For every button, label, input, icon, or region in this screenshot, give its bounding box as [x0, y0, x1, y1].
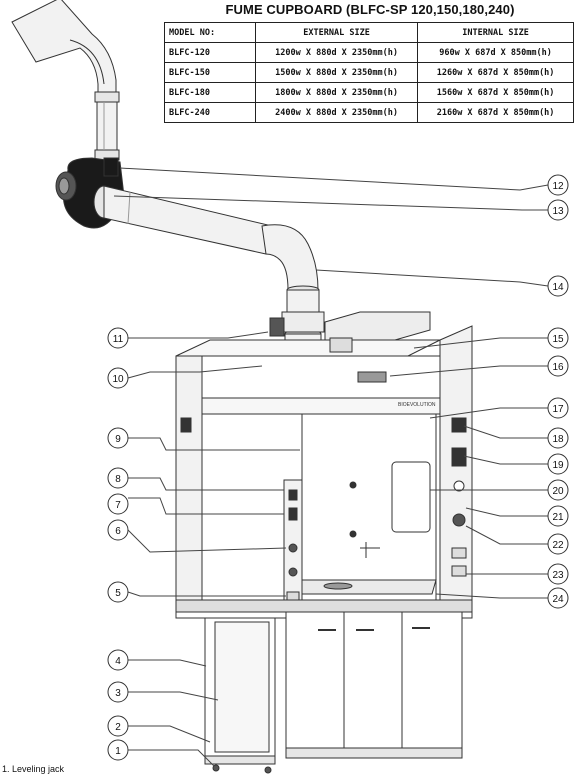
callout-8: 8	[115, 474, 121, 485]
callout-11: 11	[113, 334, 124, 345]
callout-1: 1	[115, 746, 121, 757]
callout-12: 12	[552, 181, 564, 192]
left-service-panel	[283, 479, 303, 605]
callout-17: 17	[552, 404, 564, 415]
table-row: BLFC-240 2400w X 880d X 2350mm(h) 2160w …	[164, 102, 574, 123]
callout-10: 10	[112, 374, 124, 385]
callout-13: 13	[552, 206, 564, 217]
callouts-right: 12 13 14 15 16 17 18 19 20 21 22 23 24	[547, 174, 569, 609]
callout-24: 24	[552, 594, 564, 605]
horizontal-duct	[103, 185, 325, 355]
brand-label: BIOEVOLUTION	[398, 402, 436, 408]
header-external-size: EXTERNAL SIZE	[254, 22, 419, 43]
callout-21: 21	[552, 512, 564, 523]
light-fixture	[357, 371, 387, 383]
legend-item-leveling-jack: 1. Leveling jack	[2, 764, 65, 774]
left-small-switch	[180, 417, 192, 433]
diagram-title: FUME CUPBOARD (BLFC-SP 120,150,180,240)	[225, 2, 515, 17]
callout-19: 19	[552, 460, 564, 471]
hood-top	[175, 311, 441, 357]
leader-lines-left	[127, 331, 300, 767]
right-side-panel	[439, 325, 473, 601]
callout-5: 5	[115, 588, 121, 599]
header-internal-size: INTERNAL SIZE	[417, 22, 574, 43]
callout-7: 7	[115, 500, 121, 511]
callout-22: 22	[552, 540, 564, 551]
callout-16: 16	[552, 362, 564, 373]
callout-2: 2	[115, 722, 121, 733]
exhaust-duct	[11, 0, 120, 163]
internal-size-cell: 2160w X 687d X 850mm(h)	[417, 102, 574, 123]
callout-14: 14	[552, 282, 564, 293]
callout-15: 15	[552, 334, 564, 345]
external-size-cell: 2400w X 880d X 2350mm(h)	[254, 102, 419, 123]
callout-23: 23	[552, 570, 564, 581]
callouts-left: 11 10 9 8 7 6 5 4 3 2 1	[107, 327, 129, 761]
base-cabinet	[175, 599, 473, 774]
callout-20: 20	[552, 486, 564, 497]
callout-4: 4	[115, 656, 121, 667]
callout-3: 3	[115, 688, 121, 699]
callout-6: 6	[115, 526, 121, 537]
model-size-table: MODEL NO: EXTERNAL SIZE INTERNAL SIZE BL…	[164, 22, 574, 123]
table-row: BLFC-150 1500w X 880d X 2350mm(h) 1260w …	[164, 62, 574, 83]
left-side-panel	[175, 355, 203, 601]
header-model: MODEL NO:	[164, 22, 256, 43]
hood-front	[201, 355, 441, 601]
model-cell: BLFC-240	[164, 102, 256, 123]
callout-18: 18	[552, 434, 564, 445]
leader-lines-right	[113, 167, 549, 599]
table-header-row: MODEL NO: EXTERNAL SIZE INTERNAL SIZE	[164, 22, 574, 43]
callout-9: 9	[115, 434, 121, 445]
